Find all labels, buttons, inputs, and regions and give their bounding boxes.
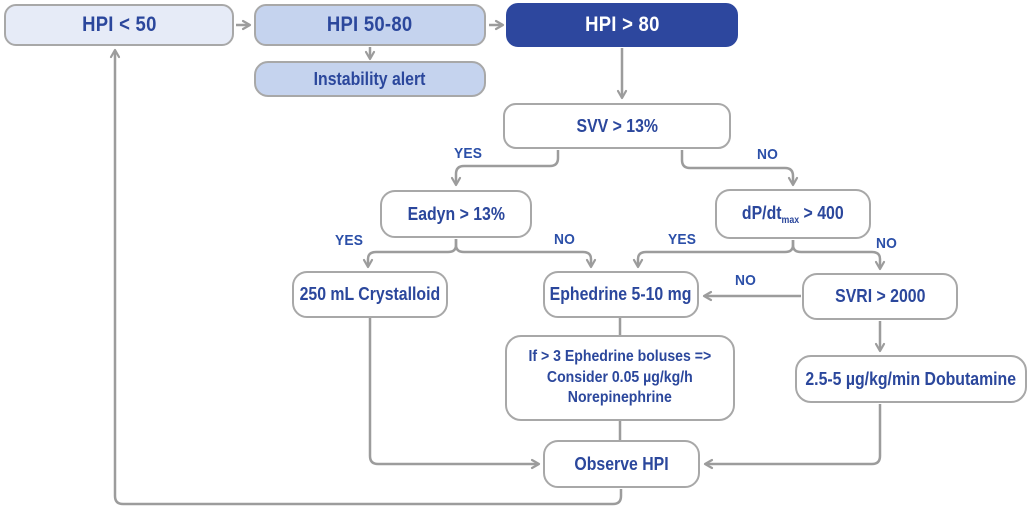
node-ephedrine-label: Ephedrine 5-10 mg [550, 284, 692, 304]
node-observe-hpi-label: Observe HPI [574, 453, 669, 474]
edge-label-eadyn-yes: YES [335, 232, 364, 249]
node-dobutamine: 2.5-5 µg/kg/min Dobutamine [795, 355, 1027, 403]
edge-label-dpdt-yes: YES [668, 231, 697, 248]
connector-crystalloid-to-observe [368, 318, 541, 470]
node-norepinephrine-label: If > 3 Ephedrine boluses => Consider 0.0… [528, 347, 712, 407]
edge-label-eadyn-no: NO [554, 231, 576, 248]
connector-eadyn-no-to-ephedrine [454, 239, 597, 269]
node-crystalloid-label: 250 mL Crystalloid [299, 284, 441, 304]
node-hpi-50-80: HPI 50-80 [254, 4, 486, 46]
node-norepinephrine: If > 3 Ephedrine boluses => Consider 0.0… [505, 335, 735, 421]
node-ephedrine: Ephedrine 5-10 mg [543, 271, 699, 318]
node-dpdt-max: dP/dtmax > 400 [715, 189, 871, 239]
node-svri-label: SVRI > 2000 [834, 286, 926, 306]
node-hpi-lt-50: HPI < 50 [4, 4, 234, 46]
edge-label-dpdt-no: NO [876, 235, 898, 252]
edge-label-svv-yes: YES [454, 145, 483, 162]
node-observe-hpi: Observe HPI [543, 440, 700, 488]
node-svri: SVRI > 2000 [802, 273, 958, 320]
node-dobutamine-label: 2.5-5 µg/kg/min Dobutamine [805, 368, 1017, 389]
node-hpi-50-80-label: HPI 50-80 [327, 13, 413, 36]
connector-observe-loop-to-hpi50 [109, 48, 623, 506]
node-eadyn-label: Eadyn > 13% [407, 203, 505, 224]
connector-dpdt-yes-to-ephedrine [632, 240, 795, 269]
node-hpi-gt-80-label: HPI > 80 [584, 13, 660, 36]
connector-dobutamine-to-observe [703, 404, 882, 470]
node-crystalloid: 250 mL Crystalloid [292, 271, 448, 318]
connector-svv-yes-to-eadyn [450, 150, 560, 187]
node-svv-label: SVV > 13% [576, 115, 658, 136]
node-hpi-lt-50-label: HPI < 50 [81, 13, 157, 36]
connector-dpdt-no-to-svri [791, 240, 886, 271]
connector-svv-no-to-dpdt [680, 150, 799, 187]
node-hpi-gt-80: HPI > 80 [506, 3, 738, 47]
edge-label-svv-no: NO [757, 146, 779, 163]
node-dpdt-max-label: dP/dtmax > 400 [742, 202, 844, 226]
edge-label-svri-no: NO [735, 272, 757, 289]
node-eadyn: Eadyn > 13% [380, 190, 532, 238]
dpdt-subscript: max [781, 214, 800, 226]
node-instability-alert: Instability alert [254, 61, 486, 97]
node-instability-alert-label: Instability alert [314, 68, 426, 89]
node-svv: SVV > 13% [503, 103, 731, 149]
connector-eadyn-yes-to-crystalloid [362, 239, 458, 269]
